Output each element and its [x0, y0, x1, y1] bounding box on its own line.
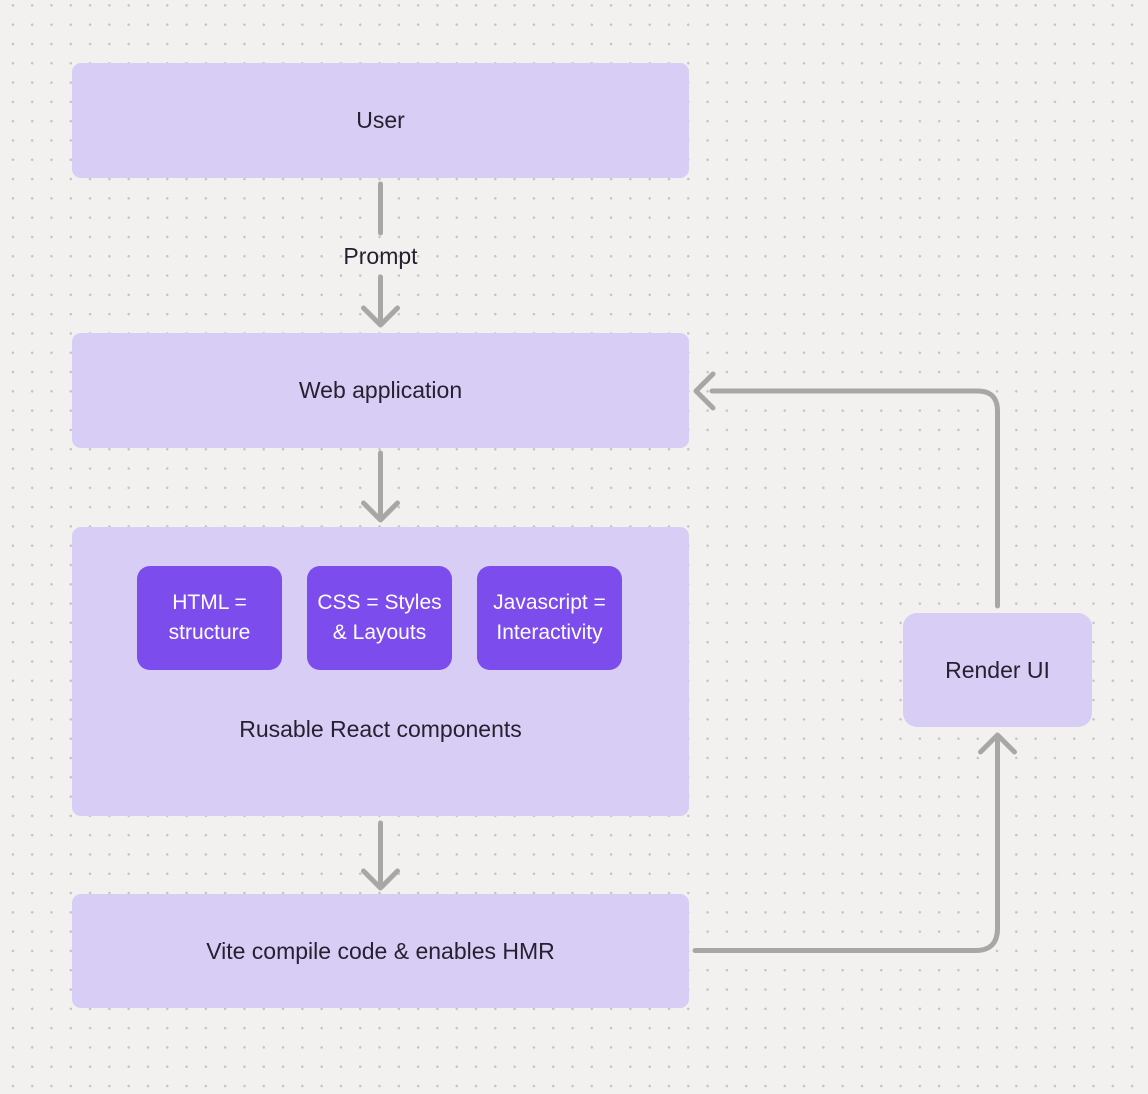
- chip-css[interactable]: CSS = Styles & Layouts: [307, 566, 452, 670]
- chip-javascript[interactable]: Javascript = Interactivity: [477, 566, 622, 670]
- node-vite[interactable]: Vite compile code & enables HMR: [72, 894, 689, 1008]
- chip-javascript-label: Javascript = Interactivity: [493, 591, 606, 644]
- edge-label-prompt: Prompt: [343, 243, 418, 269]
- node-web-application-label: Web application: [298, 377, 463, 403]
- group-caption: Rusable React components: [239, 716, 522, 742]
- edge-render-to-webapp: [709, 388, 1000, 609]
- arrowhead-down-webapp: [361, 305, 400, 328]
- node-render-ui-label: Render UI: [945, 656, 1050, 683]
- node-vite-label: Vite compile code & enables HMR: [206, 937, 555, 964]
- arrowhead-down-group: [361, 500, 400, 523]
- node-user[interactable]: User: [72, 63, 689, 178]
- edge-vite-to-render: [692, 738, 1000, 953]
- node-components-group[interactable]: HTML = structure CSS = Styles & Layouts …: [72, 527, 689, 816]
- node-render-ui[interactable]: Render UI: [903, 613, 1092, 727]
- chip-html-label: HTML = structure: [168, 591, 251, 644]
- node-web-application[interactable]: Web application: [72, 333, 689, 448]
- node-user-label: User: [356, 107, 405, 133]
- arrowhead-left-webapp: [693, 371, 716, 411]
- arrowhead-up-render: [978, 732, 1017, 755]
- arrowhead-down-vite: [361, 868, 400, 891]
- chip-css-label: CSS = Styles & Layouts: [317, 591, 442, 644]
- components-row: HTML = structure CSS = Styles & Layouts …: [137, 566, 624, 670]
- chip-html[interactable]: HTML = structure: [137, 566, 282, 670]
